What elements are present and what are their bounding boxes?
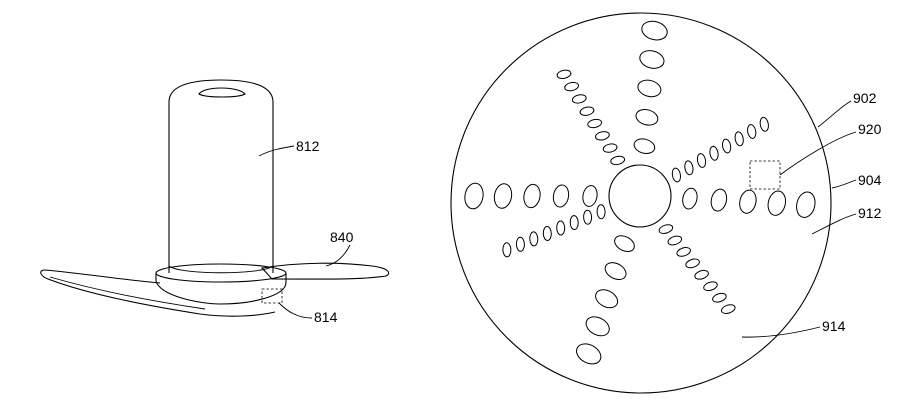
- small-aperture: [556, 220, 566, 236]
- small-aperture: [564, 81, 579, 92]
- leader-920: [779, 131, 857, 176]
- large-aperture: [635, 109, 659, 126]
- small-aperture: [595, 131, 610, 141]
- small-aperture: [721, 138, 732, 154]
- small-aperture: [579, 106, 595, 116]
- small-aperture: [721, 304, 736, 314]
- detail-box-920: [749, 160, 781, 190]
- large-aperture: [682, 187, 698, 210]
- large-aperture: [552, 184, 570, 208]
- small-aperture: [571, 94, 587, 104]
- hub-base: [155, 273, 287, 305]
- leader-904: [831, 179, 857, 189]
- large-aperture: [582, 185, 598, 207]
- large-aperture: [710, 188, 728, 212]
- large-aperture: [523, 183, 541, 209]
- small-aperture: [709, 145, 719, 161]
- large-aperture: [576, 343, 602, 365]
- label-814: 814: [314, 309, 338, 325]
- leader-814: [278, 302, 313, 319]
- small-aperture: [596, 204, 606, 220]
- large-aperture: [739, 189, 757, 214]
- small-aperture: [694, 269, 709, 280]
- grating-disc: 902 920 904 912 914: [450, 12, 882, 394]
- blade-arm-left-edge: [49, 276, 206, 310]
- label-904: 904: [858, 172, 882, 188]
- disc-outline: [450, 12, 832, 394]
- large-aperture: [767, 190, 787, 216]
- small-aperture: [703, 281, 718, 292]
- small-aperture: [610, 155, 626, 166]
- small-aperture: [671, 167, 682, 183]
- large-aperture: [633, 138, 656, 154]
- small-aperture: [542, 226, 552, 241]
- small-aperture: [556, 69, 572, 79]
- small-aperture: [502, 242, 512, 258]
- large-aperture: [637, 79, 662, 98]
- small-aperture: [712, 292, 727, 303]
- label-902: 902: [853, 90, 877, 106]
- large-aperture: [585, 316, 610, 337]
- label-912: 912: [858, 205, 882, 221]
- small-aperture: [602, 143, 618, 153]
- small-aperture: [583, 209, 593, 225]
- large-aperture: [604, 262, 627, 281]
- small-aperture: [515, 236, 525, 252]
- leader-914: [741, 326, 821, 338]
- small-aperture: [587, 118, 603, 129]
- label-920: 920: [858, 121, 882, 137]
- label-812: 812: [296, 138, 320, 154]
- leader-840: [325, 244, 351, 267]
- small-aperture: [685, 258, 700, 269]
- shaft: [168, 79, 274, 273]
- blade-assembly: 812 840 814: [40, 79, 390, 325]
- small-aperture: [569, 215, 579, 231]
- small-aperture: [658, 224, 674, 234]
- blade-arm-left: [40, 269, 276, 317]
- shaft-neck: [168, 265, 274, 274]
- large-aperture: [639, 50, 665, 69]
- label-914: 914: [822, 318, 846, 334]
- small-aperture: [684, 160, 694, 176]
- small-aperture: [529, 231, 539, 247]
- center-hub: [608, 164, 672, 228]
- label-840: 840: [330, 229, 354, 245]
- hub-base-top: [155, 263, 287, 283]
- small-aperture: [759, 116, 769, 132]
- leader-912: [811, 213, 857, 235]
- small-aperture: [676, 247, 691, 257]
- blade-arm-right: [260, 262, 390, 280]
- small-aperture: [696, 153, 707, 168]
- large-aperture: [595, 289, 619, 309]
- detail-box-814: [261, 288, 283, 304]
- large-aperture: [614, 235, 635, 253]
- large-aperture: [796, 191, 816, 218]
- leader-902: [817, 100, 852, 128]
- small-aperture: [667, 235, 683, 246]
- large-aperture: [493, 183, 513, 209]
- small-aperture: [734, 131, 744, 147]
- large-aperture: [641, 20, 668, 41]
- shaft-cap: [198, 87, 246, 98]
- aperture-pattern: [464, 20, 816, 365]
- small-aperture: [747, 124, 757, 139]
- leader-812: [258, 145, 295, 157]
- large-aperture: [464, 182, 484, 210]
